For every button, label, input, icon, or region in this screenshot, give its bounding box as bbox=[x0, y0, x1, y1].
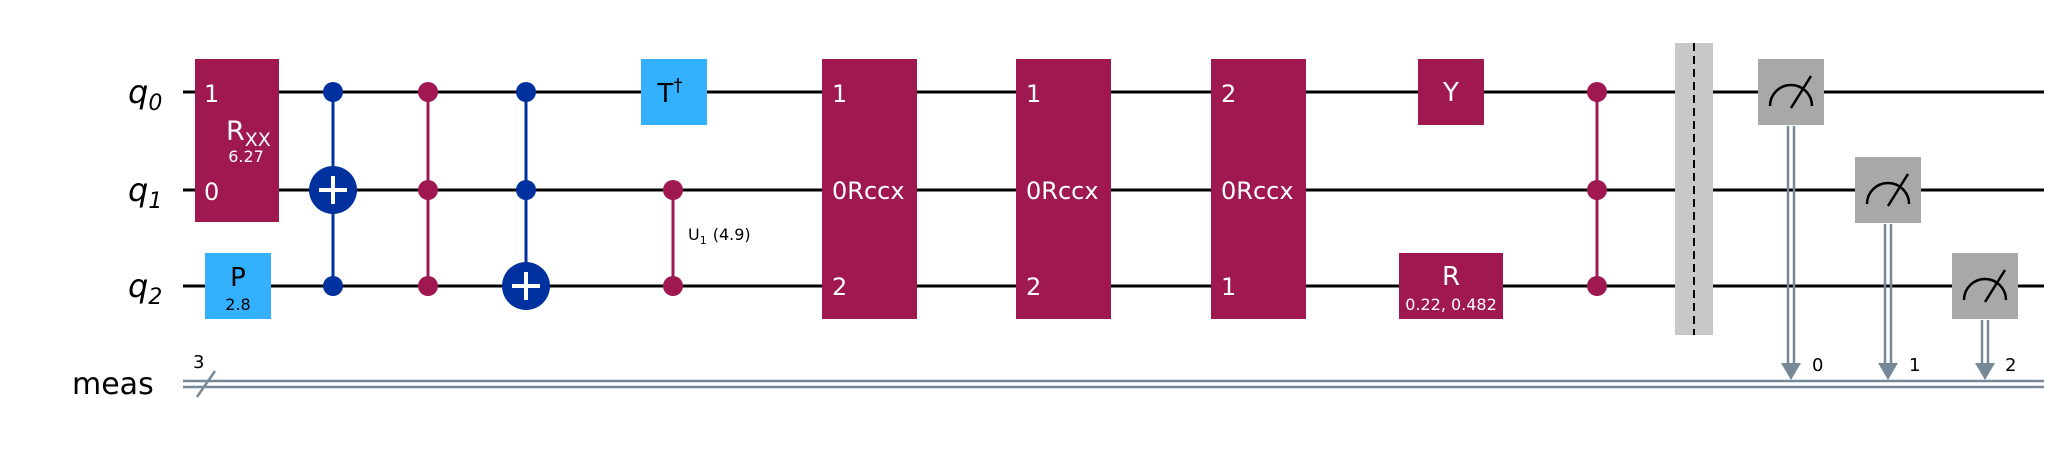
meter-icon bbox=[1768, 83, 1814, 107]
p-label: P bbox=[230, 263, 246, 293]
rccx-qubit-index: 0 bbox=[1026, 177, 1041, 205]
control-dot bbox=[1587, 82, 1607, 102]
meter-icon bbox=[1865, 181, 1911, 205]
register-size: 3 bbox=[193, 352, 204, 373]
rccx-label-text: Rccx bbox=[1236, 177, 1293, 205]
measure-arrow bbox=[1878, 363, 1898, 380]
tdg-label-main: T bbox=[657, 79, 674, 109]
control-dot bbox=[516, 180, 536, 200]
control-dot bbox=[516, 82, 536, 102]
rccx-qubit-index: 2 bbox=[832, 273, 847, 301]
rccx-qubit-index: 1 bbox=[832, 80, 847, 108]
measure-arrow bbox=[1975, 363, 1995, 380]
rxx-input-top: 1 bbox=[204, 80, 219, 108]
qubit-label-sub: 0 bbox=[148, 91, 162, 116]
tdg-gate[interactable]: T† bbox=[641, 59, 707, 125]
rxx-param: 6.27 bbox=[228, 147, 264, 166]
classical-bit-index: 0 bbox=[1812, 355, 1823, 376]
cu1-label-main: U bbox=[688, 225, 700, 244]
rccx-qubit-index: 0 bbox=[1221, 177, 1236, 205]
r-gate[interactable]: R 0.22, 0.482 bbox=[1399, 253, 1503, 319]
rccx-label: 0Rccx bbox=[1221, 177, 1294, 205]
p-param: 2.8 bbox=[225, 295, 250, 314]
control-dot bbox=[418, 180, 438, 200]
rxx-label-sub: XX bbox=[245, 129, 271, 151]
rccx-label: 0Rccx bbox=[832, 177, 905, 205]
ccx-gate[interactable] bbox=[502, 82, 550, 310]
classical-register-label: meas bbox=[72, 367, 154, 402]
rccx-qubit-index: 2 bbox=[1221, 80, 1236, 108]
measure-q2[interactable]: 2 bbox=[1952, 253, 2018, 380]
rccx-gate-1[interactable]: 1 0Rccx 2 bbox=[822, 59, 917, 319]
rxx-gate[interactable]: 1 0 RXX 6.27 bbox=[195, 59, 279, 222]
cu1-label: U1 (4.9) bbox=[688, 225, 751, 247]
rccx-qubit-index: 0 bbox=[832, 177, 847, 205]
tdg-label: T† bbox=[657, 75, 683, 109]
classical-bit-index: 2 bbox=[2005, 355, 2016, 376]
cu1-param: (4.9) bbox=[713, 225, 751, 244]
y-gate[interactable]: Y bbox=[1418, 59, 1484, 125]
p-gate[interactable]: P 2.8 bbox=[205, 253, 271, 319]
y-label: Y bbox=[1442, 78, 1459, 108]
rxx-input-bottom: 0 bbox=[204, 178, 219, 206]
control-dot bbox=[418, 82, 438, 102]
classical-bit-index: 1 bbox=[1909, 355, 1920, 376]
barrier[interactable] bbox=[1675, 43, 1713, 335]
measure-arrow bbox=[1781, 363, 1801, 380]
control-dot bbox=[1587, 180, 1607, 200]
control-dot bbox=[663, 276, 683, 296]
cu1-label-sub: 1 bbox=[700, 234, 707, 247]
rccx-label-text: Rccx bbox=[1041, 177, 1098, 205]
rccx-qubit-index: 1 bbox=[1026, 80, 1041, 108]
rccx-label-text: Rccx bbox=[847, 177, 904, 205]
rxx-label: RXX bbox=[226, 116, 271, 151]
rccx-gate-2[interactable]: 1 0Rccx 2 bbox=[1016, 59, 1111, 319]
control-dot bbox=[663, 180, 683, 200]
qubit-label-sub: 1 bbox=[148, 189, 162, 214]
control-dot bbox=[323, 276, 343, 296]
rxx-label-main: R bbox=[226, 116, 245, 147]
control-dot bbox=[1587, 276, 1607, 296]
rccx-qubit-index: 1 bbox=[1221, 273, 1236, 301]
meter-icon bbox=[1962, 277, 2008, 301]
qubit-label-base: q bbox=[128, 267, 148, 305]
measure-q1[interactable]: 1 bbox=[1855, 157, 1921, 380]
r-param: 0.22, 0.482 bbox=[1405, 295, 1497, 314]
measure-q0[interactable]: 0 bbox=[1758, 59, 1824, 380]
cu1-gate[interactable]: U1 (4.9) bbox=[663, 180, 751, 296]
qubit-label-sub: 2 bbox=[148, 285, 162, 310]
control-dot bbox=[418, 276, 438, 296]
cx-gate-q1-target[interactable] bbox=[309, 82, 357, 296]
qubit-label-q1: q1 bbox=[128, 171, 162, 214]
tdg-label-sup: † bbox=[673, 75, 682, 96]
ccz-gate[interactable] bbox=[418, 82, 438, 296]
rccx-qubit-index: 2 bbox=[1026, 273, 1041, 301]
rccx-gate-3[interactable]: 2 0Rccx 1 bbox=[1211, 59, 1306, 319]
rccx-label: 0Rccx bbox=[1026, 177, 1099, 205]
ccz-gate-2[interactable] bbox=[1587, 82, 1607, 296]
qubit-label-base: q bbox=[128, 73, 148, 111]
bus-slash bbox=[195, 370, 217, 398]
qubit-label-q2: q2 bbox=[128, 267, 162, 310]
qubit-label-base: q bbox=[128, 171, 148, 209]
r-label: R bbox=[1442, 262, 1460, 292]
control-dot bbox=[323, 82, 343, 102]
qubit-label-q0: q0 bbox=[128, 73, 162, 116]
